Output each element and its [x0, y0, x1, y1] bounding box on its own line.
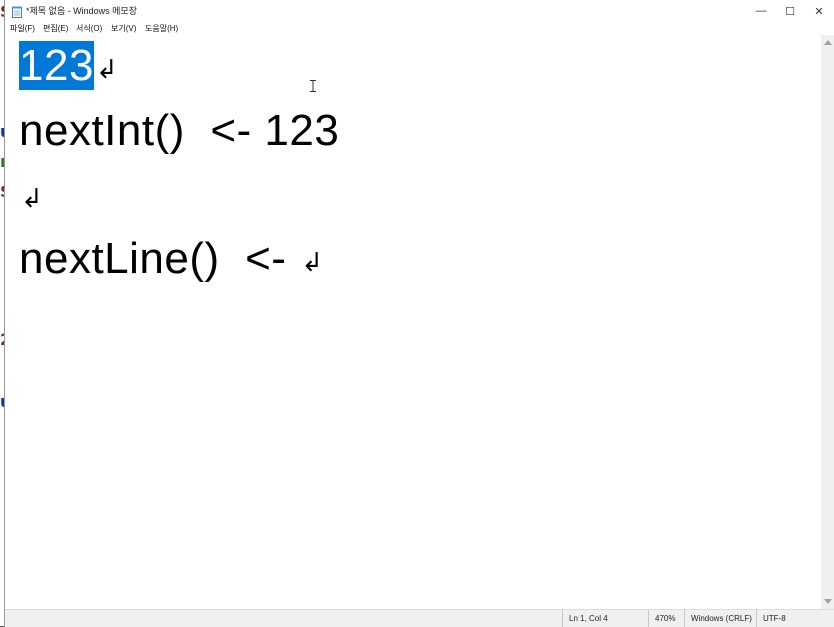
scroll-up-icon[interactable] [824, 40, 832, 45]
return-mark-icon: ↲ [301, 247, 324, 277]
bg-glyph: r [0, 152, 8, 171]
editor-line: ↲ [19, 170, 43, 220]
menu-bar: 파일(F) 편집(E) 서식(O) 보기(V) 도움말(H) [5, 22, 834, 35]
window-title: *제목 없음 - Windows 메모장 [26, 6, 137, 16]
menu-edit[interactable]: 편집(E) [43, 24, 69, 33]
notepad-app-icon [12, 5, 22, 18]
notepad-window: *제목 없음 - Windows 메모장 — ☐ ✕ 파일(F) 편집(E) 서… [5, 0, 834, 627]
return-mark-icon: ↲ [95, 54, 119, 84]
return-mark-icon: ↲ [21, 183, 44, 213]
selected-text: 123 [19, 41, 94, 90]
status-zoom: 470% [648, 610, 684, 627]
close-button[interactable]: ✕ [804, 0, 834, 22]
minimize-button[interactable]: — [746, 0, 776, 22]
editor-line: 123↲ [19, 41, 118, 91]
vertical-scrollbar[interactable] [821, 35, 834, 609]
close-icon: ✕ [814, 5, 824, 18]
editor-line: nextInt() <- 123 [19, 106, 339, 156]
status-cursor-position: Ln 1, Col 4 [562, 610, 648, 627]
line-text: nextInt() <- 123 [19, 106, 340, 155]
text-ibeam-icon [310, 79, 316, 95]
text-editor[interactable]: 123↲ nextInt() <- 123 ↲ nextLine() <- ↲ [5, 35, 821, 609]
scroll-down-icon[interactable] [824, 599, 832, 604]
menu-format[interactable]: 서식(O) [76, 24, 103, 33]
maximize-icon: ☐ [785, 5, 795, 18]
maximize-button[interactable]: ☐ [775, 0, 805, 22]
line-text: nextLine() <- [19, 234, 300, 283]
editor-line: nextLine() <- ↲ [19, 234, 323, 284]
menu-help[interactable]: 도움말(H) [145, 24, 179, 33]
status-encoding: UTF-8 [756, 610, 834, 627]
status-bar: Ln 1, Col 4 470% Windows (CRLF) UTF-8 [5, 609, 834, 627]
status-line-ending: Windows (CRLF) [684, 610, 756, 627]
menu-view[interactable]: 보기(V) [111, 24, 137, 33]
menu-file[interactable]: 파일(F) [10, 24, 35, 33]
title-bar[interactable]: *제목 없음 - Windows 메모장 — ☐ ✕ [5, 0, 834, 22]
minimize-icon: — [755, 5, 767, 17]
